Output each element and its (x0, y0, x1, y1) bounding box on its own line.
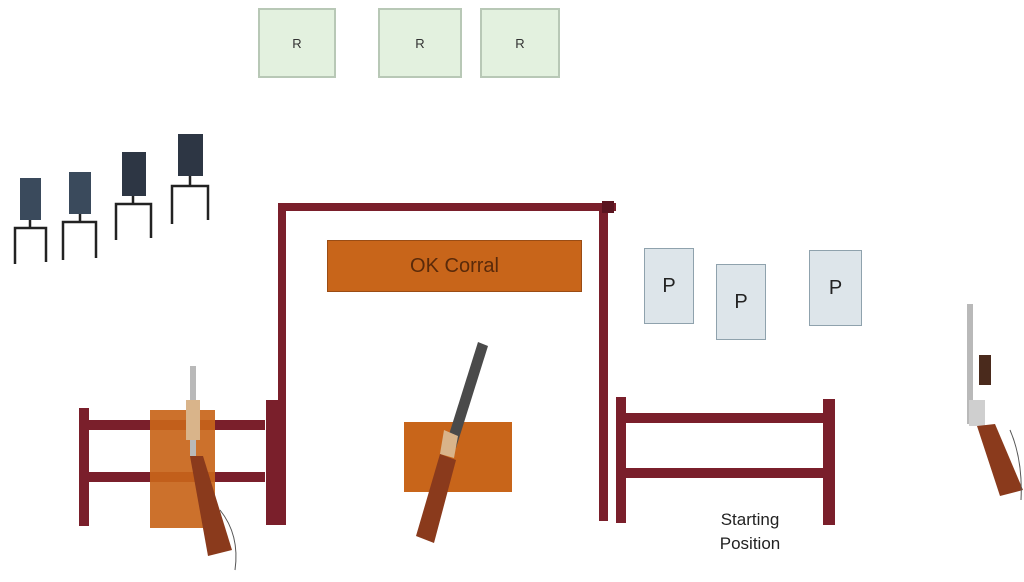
sign-label: OK Corral (410, 255, 499, 278)
steel-plate (172, 134, 208, 224)
reactive-target-label: R (415, 36, 424, 51)
reactive-target: R (378, 8, 462, 78)
reactive-target: R (480, 8, 560, 78)
steel-plate (63, 172, 96, 260)
starting-position-label: Starting Position (700, 508, 800, 556)
fence-post (823, 399, 835, 525)
reactive-target-label: R (292, 36, 301, 51)
reactive-target-label: R (515, 36, 524, 51)
steel-plate (15, 178, 46, 264)
center-station (400, 338, 520, 548)
left-fence-station (70, 360, 290, 582)
fence-rail (624, 468, 824, 478)
steel-plate (116, 152, 151, 240)
fence-rail (624, 413, 824, 423)
popper-target-label: P (829, 277, 842, 300)
popper-target: P (644, 248, 694, 324)
popper-target-label: P (734, 291, 747, 314)
reactive-target: R (258, 8, 336, 78)
popper-target: P (716, 264, 766, 340)
steel-plate-group (0, 120, 230, 270)
popper-target: P (809, 250, 862, 326)
ok-corral-sign: OK Corral (327, 240, 582, 292)
rifle-icon (955, 300, 1024, 525)
popper-target-label: P (662, 275, 675, 298)
